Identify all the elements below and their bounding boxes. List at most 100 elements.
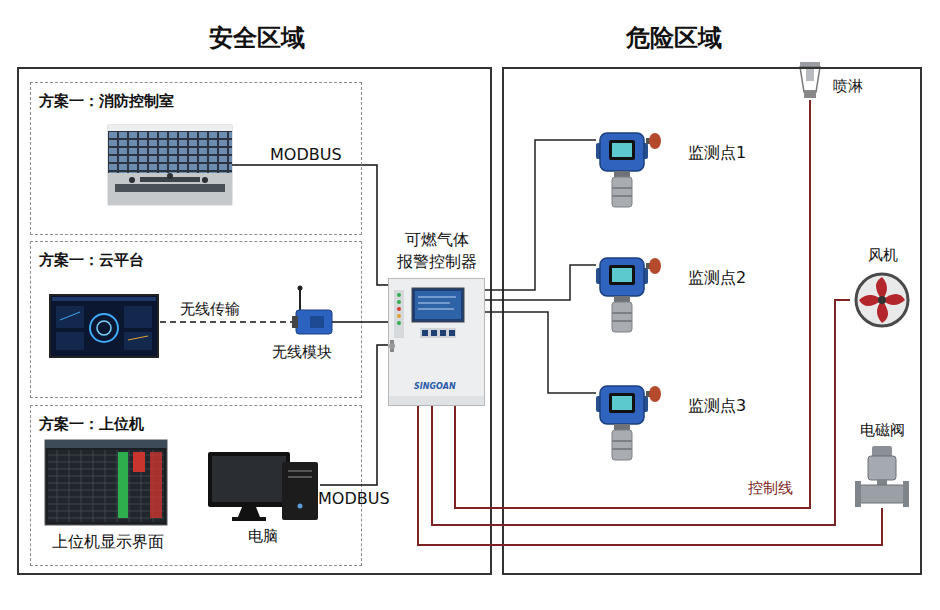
- solenoid-valve-icon: [868, 456, 896, 480]
- sprinkler-icon: [806, 67, 814, 81]
- point-label: 监测点3: [688, 396, 746, 416]
- device-label: 喷淋: [833, 76, 863, 96]
- wireless-module-icon: [298, 286, 303, 291]
- solenoid-valve-icon: [858, 485, 906, 503]
- computer-icon: [208, 452, 290, 507]
- alarm-controller-device: [449, 330, 455, 336]
- connector-line: [418, 406, 882, 545]
- alarm-controller-device: [440, 330, 446, 336]
- host-software-screenshot: [133, 452, 145, 472]
- device-label: 电磁阀: [850, 420, 915, 440]
- computer-icon: [232, 517, 266, 521]
- computer-icon: [208, 452, 318, 521]
- alarm-controller-device: [418, 309, 454, 310]
- detector-icon: [596, 133, 661, 207]
- panel-title: 方案一：云平台: [39, 250, 144, 270]
- zone-title: 安全区域: [19, 23, 494, 53]
- alarm-controller-device: [397, 321, 401, 325]
- fan-icon: [878, 296, 886, 304]
- protocol-label: MODBUS: [270, 146, 342, 164]
- control-room-photo: [108, 125, 232, 205]
- point-label: 监测点2: [688, 268, 746, 288]
- cloud-platform-screen: [97, 321, 111, 335]
- connector-line: [432, 300, 850, 525]
- wireless-module-icon: [292, 286, 342, 335]
- cloud-platform-screen: [124, 332, 152, 350]
- sprinkler: 喷淋: [793, 60, 873, 100]
- panel-title: 方案一：上位机: [39, 414, 144, 434]
- cloud-platform-screen: [90, 314, 118, 342]
- connector-line: [320, 345, 388, 485]
- sprinkler-icon: [804, 90, 816, 98]
- alarm-controller-device: [397, 293, 401, 297]
- alarm-controller-device: [390, 340, 394, 352]
- alarm-controller-device: [388, 278, 485, 406]
- wireless-link: [160, 321, 296, 323]
- host-software-screenshot: [45, 440, 167, 448]
- host-software-screenshot: [48, 450, 164, 522]
- cloud-platform-screen: [60, 312, 80, 320]
- connector-line: [485, 265, 596, 300]
- wire-label: 控制线: [748, 479, 793, 497]
- connector-line: [362, 165, 388, 285]
- alarm-controller-device: [389, 343, 395, 349]
- control-room-photo: [115, 184, 225, 192]
- control-room-photo: [108, 125, 232, 131]
- connector-line: [485, 140, 596, 290]
- scheme-panel: 上位机显示界面 电脑 方案一：上位机: [30, 405, 362, 566]
- gas-detector: 监测点2: [596, 250, 756, 340]
- alarm-controller-device: [394, 290, 404, 338]
- control-room-photo: [167, 173, 173, 179]
- zone-box: 方案一：消防控制室无线模块 方案一：云平台上位机显示界面 电脑 方案一：上位机 可燃气体…: [17, 67, 492, 575]
- computer-icon: [212, 456, 286, 502]
- solenoid-valve-icon: [903, 481, 909, 507]
- solenoid-valve: 电磁阀: [850, 420, 915, 508]
- detector-icon: [596, 258, 661, 332]
- alarm-controller-device: [431, 330, 437, 336]
- cloud-platform-screen: [124, 306, 152, 328]
- fan: 风机: [850, 245, 915, 330]
- computer: 电脑: [205, 448, 320, 548]
- alarm-controller-device: [397, 314, 401, 318]
- device-label: 风机: [850, 245, 915, 265]
- alarm-controller-device: [422, 330, 428, 336]
- wireless-module-icon: [292, 316, 298, 328]
- alarm-controller-device: [418, 297, 456, 298]
- link-label: 无线传输: [180, 300, 240, 318]
- cloud-platform-screen: [52, 297, 156, 301]
- alarm-controller-device: [397, 307, 401, 311]
- protocol-label: MODBUS: [318, 490, 390, 508]
- host-software-screenshot: [45, 440, 167, 525]
- alarm-controller-device: [420, 328, 456, 338]
- gas-detector: 监测点3: [596, 378, 756, 468]
- control-room-photo: [108, 173, 232, 205]
- host-software-screenshot: [45, 440, 167, 525]
- control-room-photo: [108, 125, 232, 205]
- wireless-module-icon: [310, 316, 324, 328]
- image-caption: 上位机显示界面: [40, 532, 175, 552]
- alarm-controller-device: [397, 300, 401, 304]
- solenoid-valve-icon: [855, 446, 909, 507]
- control-room-photo: [202, 177, 208, 183]
- host-software-screenshot: [150, 452, 162, 518]
- alarm-controller-device: [388, 278, 485, 406]
- wireless-module-icon: [296, 310, 332, 334]
- computer-icon: [238, 507, 260, 517]
- alarm-controller-device: [412, 288, 464, 322]
- device-title: 可燃气体 报警控制器: [387, 229, 487, 273]
- control-room-photo: [108, 131, 232, 173]
- point-label: 监测点1: [688, 143, 746, 163]
- scheme-panel: 方案一：消防控制室: [30, 82, 362, 235]
- connector-line: [485, 312, 596, 393]
- screen-image: 上位机显示界面: [40, 435, 175, 555]
- detector-icon: [596, 386, 661, 460]
- panel-title: 方案一：消防控制室: [39, 91, 174, 111]
- device-label: 无线模块: [262, 342, 342, 362]
- wireless-module-icon: [299, 288, 301, 312]
- host-software-screenshot: [118, 452, 128, 518]
- computer-icon: [288, 470, 312, 472]
- computer-icon: [298, 504, 303, 509]
